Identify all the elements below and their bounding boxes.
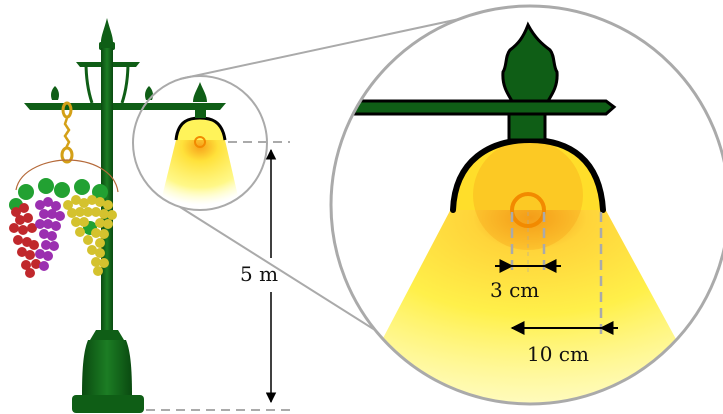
small-lamp [160,82,240,205]
inner-width-label: 3 cm [490,278,539,302]
outer-width-label: 10 cm [527,342,589,366]
lamp-post-icon [24,18,226,413]
height-dimension: 5 m [146,141,290,411]
lamp-finial [501,21,559,103]
lamp-arm [343,99,617,116]
bulb-ring [510,192,546,228]
zoom-detail: 3 cm 10 cm [329,4,723,406]
height-label: 5 m [240,262,278,286]
zoom-lens-circle [329,4,723,406]
grape-basket-icon [9,101,119,278]
zoom-connector-top [179,14,479,80]
